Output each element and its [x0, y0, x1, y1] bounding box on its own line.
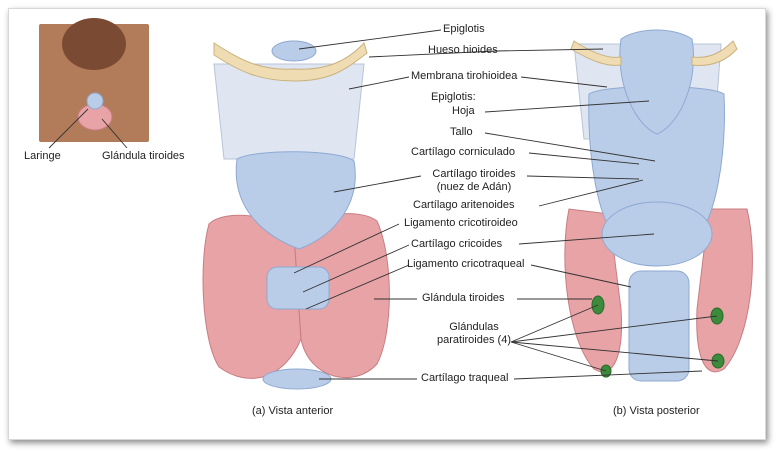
label-parathyroid: Glándulas paratiroides (4): [429, 321, 519, 347]
label-hyoid: Hueso hioides: [428, 44, 498, 56]
figure-frame: Laringe Glándula tiroides Epiglotis Hues…: [8, 8, 766, 440]
label-stalk: Tallo: [450, 126, 473, 138]
inset-thyroid-label: Glándula tiroides: [102, 150, 185, 162]
caption-posterior: (b) Vista posterior: [613, 405, 700, 417]
label-cricoid: Cartílago cricoides: [411, 238, 503, 250]
label-parathyroid-line1: Glándulas: [449, 321, 499, 333]
label-thyroid-gland: Glándula tiroides: [422, 292, 505, 304]
leader-lines: [293, 29, 719, 380]
label-tracheal-cartilage: Cartílago traqueal: [421, 372, 509, 384]
label-cricotracheal-ligament: Ligamento cricotraqueal: [407, 258, 525, 270]
anatomy-illustration: [39, 18, 753, 390]
label-epiglottis-heading: Epiglotis:: [431, 91, 476, 103]
label-parathyroid-line2: paratiroides (4): [437, 334, 511, 346]
label-cricothyroid-ligament: Ligamento cricotiroideo: [404, 217, 518, 229]
anterior-view: [202, 40, 390, 390]
posterior-view: [564, 29, 753, 382]
label-leaf: Hoja: [452, 105, 475, 117]
label-thyroid-cartilage: Cartílago tiroides (nuez de Adán): [419, 168, 529, 194]
label-thyroid-cartilage-line1: Cartílago tiroides: [432, 168, 516, 180]
inset-larynx-label: Laringe: [24, 150, 61, 162]
inset-neck-image: [39, 18, 149, 142]
caption-anterior: (a) Vista anterior: [252, 405, 334, 417]
label-arytenoid: Cartílago aritenoides: [413, 199, 515, 211]
label-epiglottis: Epiglotis: [443, 23, 485, 35]
label-corniculate: Cartílago corniculado: [411, 146, 515, 158]
label-thyrohyoid-membrane: Membrana tirohioidea: [411, 70, 518, 82]
label-thyroid-cartilage-line2: (nuez de Adán): [436, 181, 512, 193]
